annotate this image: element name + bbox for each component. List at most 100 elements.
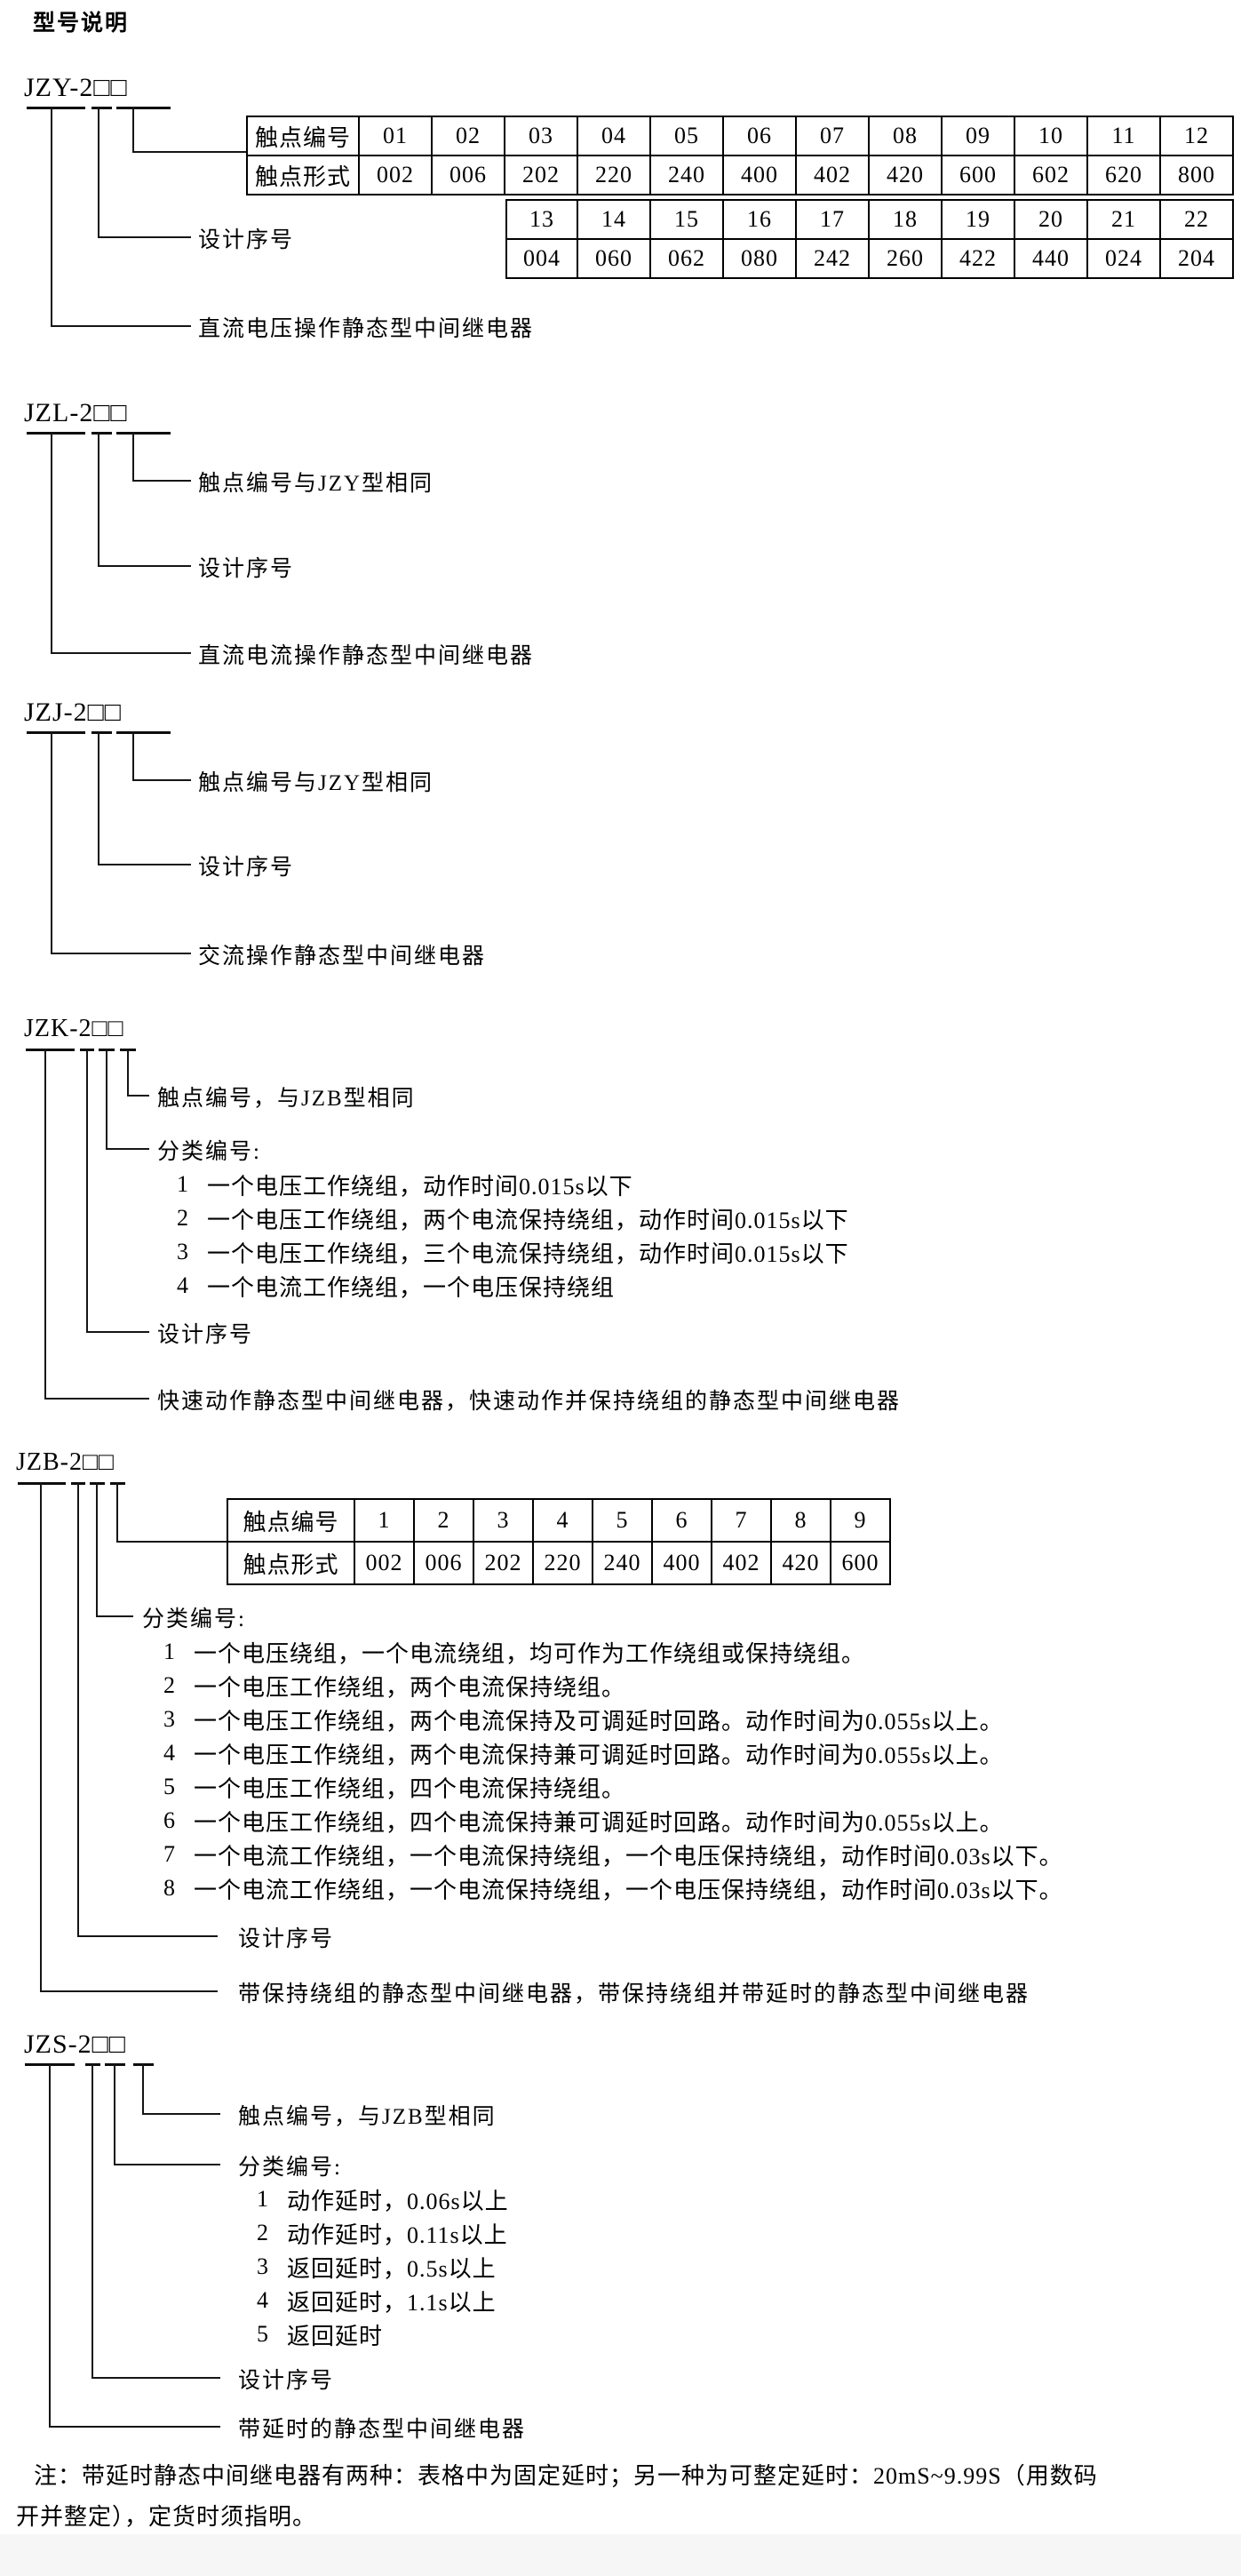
table-cell: 600 [831,1541,891,1585]
class-item-number: 2 [177,1205,189,1231]
table-cell: 07 [797,116,870,156]
table-cell: 260 [870,238,943,279]
jzk-branch-desc-vline [44,1049,46,1400]
jzs-branch-class-hline [114,2164,220,2165]
jzj-branch-design-hline [98,864,191,865]
jzs-branch-design-vline [91,2063,93,2379]
jzk-class-label: 分类编号: [157,1140,261,1164]
jzb-branch-desc-vline [40,1482,42,1992]
jzy-branch-desc-vline [51,107,52,327]
table-cell: 18 [870,199,943,240]
jzl-branch-design-vline [98,432,99,567]
jzb-branch-contact-hline [116,1541,227,1543]
table-cell: 12 [1161,116,1234,156]
class-item-number: 2 [163,1672,176,1698]
table-cell: 220 [578,155,651,195]
table-cell: 202 [505,155,578,195]
jzj-underline-series [91,731,112,734]
jzl-contact-label: 触点编号与JZY型相同 [198,472,434,496]
table-cell: 7 [712,1498,772,1543]
table-cell: 5 [593,1498,653,1543]
table-cell: 06 [724,116,797,156]
class-item-text: 一个电压工作绕组，两个电流保持及可调延时回路。动作时间为0.055s以上。 [194,1708,1004,1735]
class-item-number: 6 [163,1807,176,1833]
jzb-table-header-contact-no: 触点编号 [227,1498,355,1543]
class-item-number: 4 [163,1740,176,1766]
jzy-branch-design-vline [98,107,99,238]
jzl-branch-desc-hline [51,652,191,654]
table-cell: 17 [797,199,870,240]
class-item-text: 一个电压工作绕组，四个电流保持绕组。 [194,1775,626,1802]
jzb-branch-class-hline [96,1615,133,1617]
table-cell: 080 [724,238,797,279]
jzb-branch-class-vline [96,1482,98,1617]
jzs-model-header: JZS-2□□ [24,2030,126,2059]
class-item: 2 一个电压工作绕组，两个电流保持绕组，动作时间0.015s以下 [175,1201,849,1235]
table-cell: 202 [474,1541,534,1585]
class-item-text: 一个电流工作绕组，一个电流保持绕组，一个电压保持绕组，动作时间0.03s以下。 [194,1843,1063,1870]
table-cell: 05 [651,116,724,156]
table-cell: 04 [578,116,651,156]
class-item-text: 动作延时，0.06s以上 [287,2188,509,2214]
class-item: 1 一个电压工作绕组，动作时间0.015s以下 [175,1168,849,1201]
jzl-model-header: JZL-2□□ [24,398,128,427]
table-cell: 060 [578,238,651,279]
jzy-table-header-contact-no: 触点编号 [246,116,360,156]
jzk-branch-contact-vline [127,1049,129,1097]
class-item-text: 返回延时 [287,2323,384,2349]
table-cell: 21 [1088,199,1161,240]
table-cell: 14 [578,199,651,240]
table-cell: 8 [772,1498,831,1543]
table-cell: 03 [505,116,578,156]
table-cell: 204 [1161,238,1234,279]
class-item: 3 一个电压工作绕组，两个电流保持及可调延时回路。动作时间为0.055s以上。 [162,1703,1063,1736]
jzb-design-label: 设计序号 [238,1927,335,1951]
table-cell: 2 [415,1498,474,1543]
class-item-number: 3 [163,1706,176,1732]
jzb-class-label: 分类编号: [142,1607,246,1631]
class-item-number: 1 [177,1171,189,1197]
table-cell: 3 [474,1498,534,1543]
jzs-class-label: 分类编号: [238,2156,342,2180]
table-cell: 800 [1161,155,1234,195]
table-cell: 11 [1088,116,1161,156]
table-cell: 19 [943,199,1015,240]
table-cell: 15 [651,199,724,240]
jzb-branch-desc-hline [40,1990,218,1992]
class-item: 5 返回延时 [255,2317,509,2351]
jzj-branch-design-vline [98,731,99,865]
jzk-description: 快速动作静态型中间继电器，快速动作并保持绕组的静态型中间继电器 [157,1390,902,1414]
class-item-text: 一个电压工作绕组，动作时间0.015s以下 [207,1173,633,1200]
table-cell: 9 [831,1498,891,1543]
jzk-underline-prefix [26,1049,75,1051]
class-item-number: 4 [177,1272,189,1298]
jzy-branch-contact-vline [132,107,134,153]
table-cell: 006 [415,1541,474,1585]
jzs-branch-class-vline [114,2063,115,2165]
table-cell: 422 [943,238,1015,279]
jzb-table-header-contact-form: 触点形式 [227,1541,355,1585]
jzl-underline-boxes [116,432,171,435]
jzy-description: 直流电压操作静态型中间继电器 [198,317,535,341]
class-item-number: 5 [257,2321,269,2347]
class-item-text: 一个电压工作绕组，四个电流保持兼可调延时回路。动作时间为0.055s以上。 [194,1809,1004,1836]
class-item-text: 一个电压工作绕组，两个电流保持绕组，动作时间0.015s以下 [207,1207,849,1233]
jzb-branch-design-vline [77,1482,79,1937]
class-item-number: 3 [177,1239,189,1264]
jzy-underline-boxes [116,107,171,109]
jzk-branch-desc-hline [44,1398,149,1400]
jzl-branch-desc-vline [51,432,52,654]
class-item-number: 3 [257,2253,269,2279]
